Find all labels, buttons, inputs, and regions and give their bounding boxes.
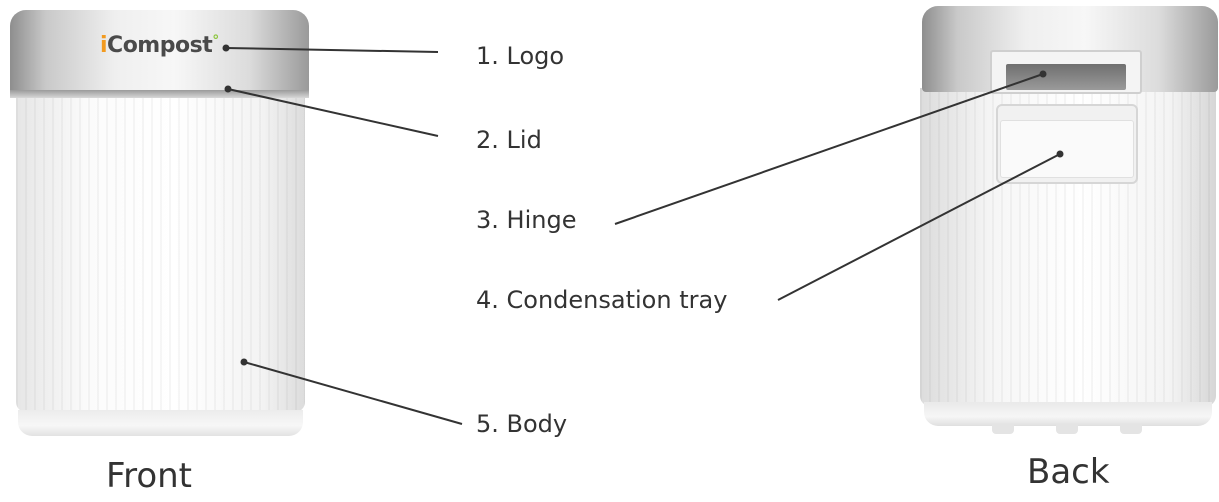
front-lid (10, 10, 309, 96)
leader-dot-logo (222, 44, 230, 52)
back-foot (1120, 424, 1142, 434)
back-base (924, 402, 1212, 426)
leader-dot-condensation-tray (1056, 150, 1064, 158)
front-body (16, 96, 305, 412)
back-foot (992, 424, 1014, 434)
front-lid-rim (10, 90, 309, 98)
leader-line-body (243, 361, 463, 425)
front-base (18, 410, 303, 436)
leader-line-logo (225, 47, 439, 53)
icompost-logo: iCompost° (100, 33, 219, 58)
logo-wordmark: Compost (107, 33, 213, 58)
caption-back: Back (1027, 452, 1110, 492)
leader-dot-lid (224, 85, 232, 93)
leader-line-lid (227, 88, 439, 137)
back-feet (992, 424, 1142, 434)
label-condensation-tray: 4. Condensation tray (476, 286, 728, 314)
hinge-bar (1006, 64, 1126, 90)
leader-dot-hinge (1039, 70, 1047, 78)
logo-letter-i: i (100, 33, 108, 58)
leader-line-condensation-tray (777, 153, 1061, 301)
leader-line-hinge (614, 73, 1044, 225)
label-lid: 2. Lid (476, 126, 542, 154)
label-body: 5. Body (476, 410, 568, 438)
label-hinge: 3. Hinge (476, 206, 577, 234)
logo-dot: ° (212, 33, 219, 49)
leader-dot-body (240, 358, 248, 366)
back-foot (1056, 424, 1078, 434)
label-logo: 1. Logo (476, 42, 565, 70)
caption-front: Front (106, 456, 192, 496)
condensation-tray-inner (1000, 120, 1134, 178)
